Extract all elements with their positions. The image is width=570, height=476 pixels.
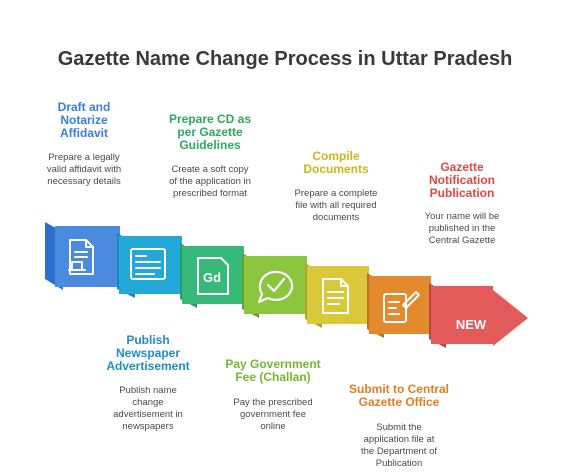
newspaper-icon xyxy=(130,248,166,280)
new-badge-text: NEW xyxy=(456,317,487,332)
step-4-panel xyxy=(244,256,307,314)
step-5-description: Prepare a complete file with all require… xyxy=(294,188,378,223)
step-2-block xyxy=(117,233,182,298)
step-6-description: Submit the application file at the Depar… xyxy=(360,422,438,469)
new-badge-icon: NEW xyxy=(456,317,487,332)
step-5-block xyxy=(305,263,369,328)
affidavit-stamp-icon xyxy=(68,239,94,275)
step-7-description: Your name will be published in the Centr… xyxy=(424,211,500,246)
step-1-description: Prepare a legally valid affidavit with n… xyxy=(46,152,122,187)
step-4-description: Pay the prescribed government fee online xyxy=(233,397,313,432)
step-2-title: Publish Newspaper Advertisement xyxy=(106,333,190,373)
step-2-panel xyxy=(119,236,182,294)
document-file-icon xyxy=(322,278,349,314)
step-7-arrow xyxy=(431,286,528,346)
svg-text:Gd: Gd xyxy=(203,270,221,285)
gd-document-icon: Gd xyxy=(197,257,229,295)
step-1-block xyxy=(45,222,120,290)
signed-form-icon xyxy=(383,291,420,323)
step-7-block: NEW xyxy=(429,283,528,348)
step-7-title: Gazette Notification Publication xyxy=(429,160,495,200)
step-6-block xyxy=(367,273,431,338)
step-4-block xyxy=(242,253,307,318)
step-4-title: Pay Government Fee (Challan) xyxy=(225,357,321,384)
step-3-description: Create a soft copy of the application in… xyxy=(169,164,251,199)
step-3-title: Prepare CD as per Gazette Guidelines xyxy=(168,112,252,152)
step-3-block: Gd xyxy=(180,243,244,308)
step-1-title: Draft and Notarize Affidavit xyxy=(57,100,111,140)
step-5-panel xyxy=(307,266,369,324)
step-2-description: Publish name change advertisement in new… xyxy=(113,385,183,432)
page-title: Gazette Name Change Process in Uttar Pra… xyxy=(57,48,513,70)
step-6-title: Submit to Central Gazette Office xyxy=(348,382,449,409)
step-5-title: Compile Documents xyxy=(303,149,369,176)
payment-check-icon xyxy=(257,270,294,304)
step-6-panel xyxy=(369,276,431,334)
